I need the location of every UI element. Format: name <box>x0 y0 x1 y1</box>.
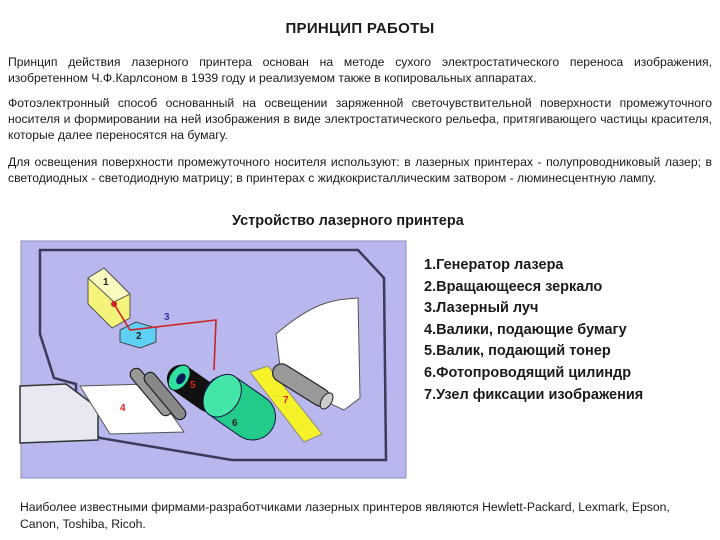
paragraph-illumination: Для освещения поверхности промежуточного… <box>8 155 712 185</box>
legend-item-photoconductive-drum: 6.Фотопроводящий цилиндр <box>424 364 632 381</box>
laser-beam <box>113 303 217 371</box>
photoconductive-drum <box>202 373 276 441</box>
paper-tray <box>19 383 99 444</box>
legend-item-laser-generator: 1.Генератор лазера <box>424 257 564 273</box>
page-title: ПРИНЦИП РАБОТЫ <box>285 20 435 37</box>
fuser-rollers <box>272 363 334 410</box>
printer-diagram: 1 2 3 4 5 6 7 <box>19 240 407 479</box>
laser-generator-top <box>87 267 131 303</box>
component-legend: 1.Генератор лазера 2.Вращающееся зеркало… <box>424 255 643 406</box>
feed-rollers <box>129 367 187 421</box>
diagram-label-1: 1 <box>103 277 109 288</box>
diagram-label-7: 7 <box>283 395 289 406</box>
diagram-label-4: 4 <box>120 403 126 414</box>
diagram-label-6: 6 <box>232 418 238 429</box>
diagram-label-5: 5 <box>190 380 196 391</box>
diagram-label-3: 3 <box>164 312 170 323</box>
footer-manufacturers: Наиболее известными фирмами-разработчика… <box>20 500 670 531</box>
legend-item-laser-beam: 3.Лазерный луч <box>424 300 539 317</box>
fuser-plate <box>249 365 323 443</box>
legend-item-fuser-unit: 7.Узел фиксации изображения <box>424 386 644 403</box>
legend-item-feed-rollers: 4.Валики, подающие бумагу <box>424 321 627 338</box>
legend-item-rotating-mirror: 2.Вращающееся зеркало <box>424 278 603 295</box>
paragraph-photoelectronic: Фотоэлектронный способ основанный на осв… <box>8 96 712 142</box>
paragraph-principle: Принцип действия лазерного принтера осно… <box>8 55 712 85</box>
legend-item-toner-roller: 5.Валик, подающий тонер <box>424 343 611 360</box>
diagram-label-2: 2 <box>136 331 142 342</box>
section-subtitle: Устройство лазерного принтера <box>232 213 464 229</box>
